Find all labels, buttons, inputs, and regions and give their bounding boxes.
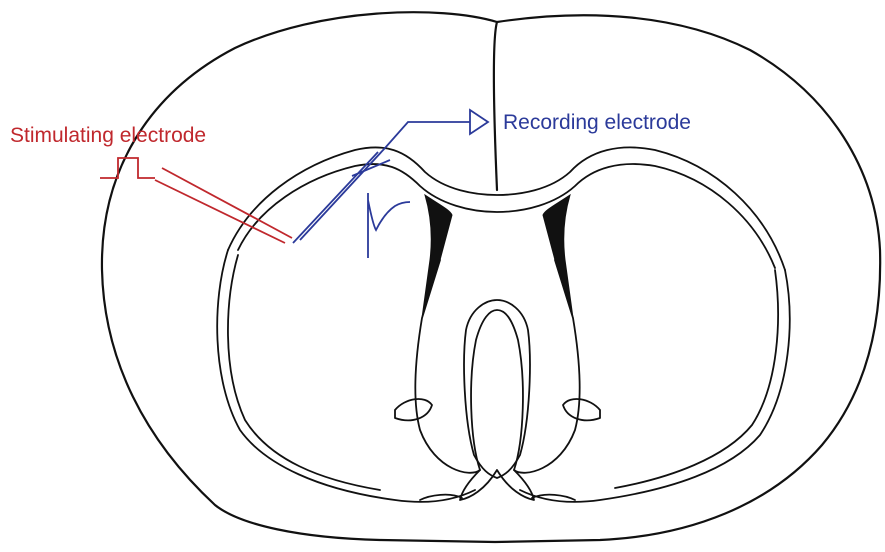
central-loop: [460, 470, 534, 500]
recording-connector-line: [385, 122, 470, 148]
stimulating-electrode-label: Stimulating electrode: [10, 125, 206, 146]
stimulation-pulse-waveform: [100, 158, 155, 178]
right-lateral-boundary: [615, 270, 778, 488]
recording-electrode-label: Recording electrode: [503, 112, 691, 133]
corpus-callosum-outer: [228, 147, 785, 270]
right-lateral-ventricle: [543, 195, 573, 318]
recorded-response-trace: [368, 193, 410, 258]
recording-electrode-line-b: [293, 152, 378, 243]
central-inner-loop: [464, 300, 530, 478]
left-lateral-boundary: [228, 255, 380, 490]
left-anterior-commissure: [395, 399, 432, 420]
brain-outer-outline: [102, 12, 880, 542]
septum-outline: [415, 260, 580, 473]
recording-arrow-head: [470, 110, 488, 134]
right-anterior-commissure: [563, 399, 600, 420]
left-lateral-ventricle: [422, 195, 452, 318]
right-striatum-outline: [520, 270, 790, 502]
stimulating-electrode-line-a: [162, 168, 292, 238]
recording-electrode-line-a: [300, 148, 385, 240]
left-striatum-outline: [217, 250, 475, 502]
midline-fissure: [494, 22, 497, 190]
